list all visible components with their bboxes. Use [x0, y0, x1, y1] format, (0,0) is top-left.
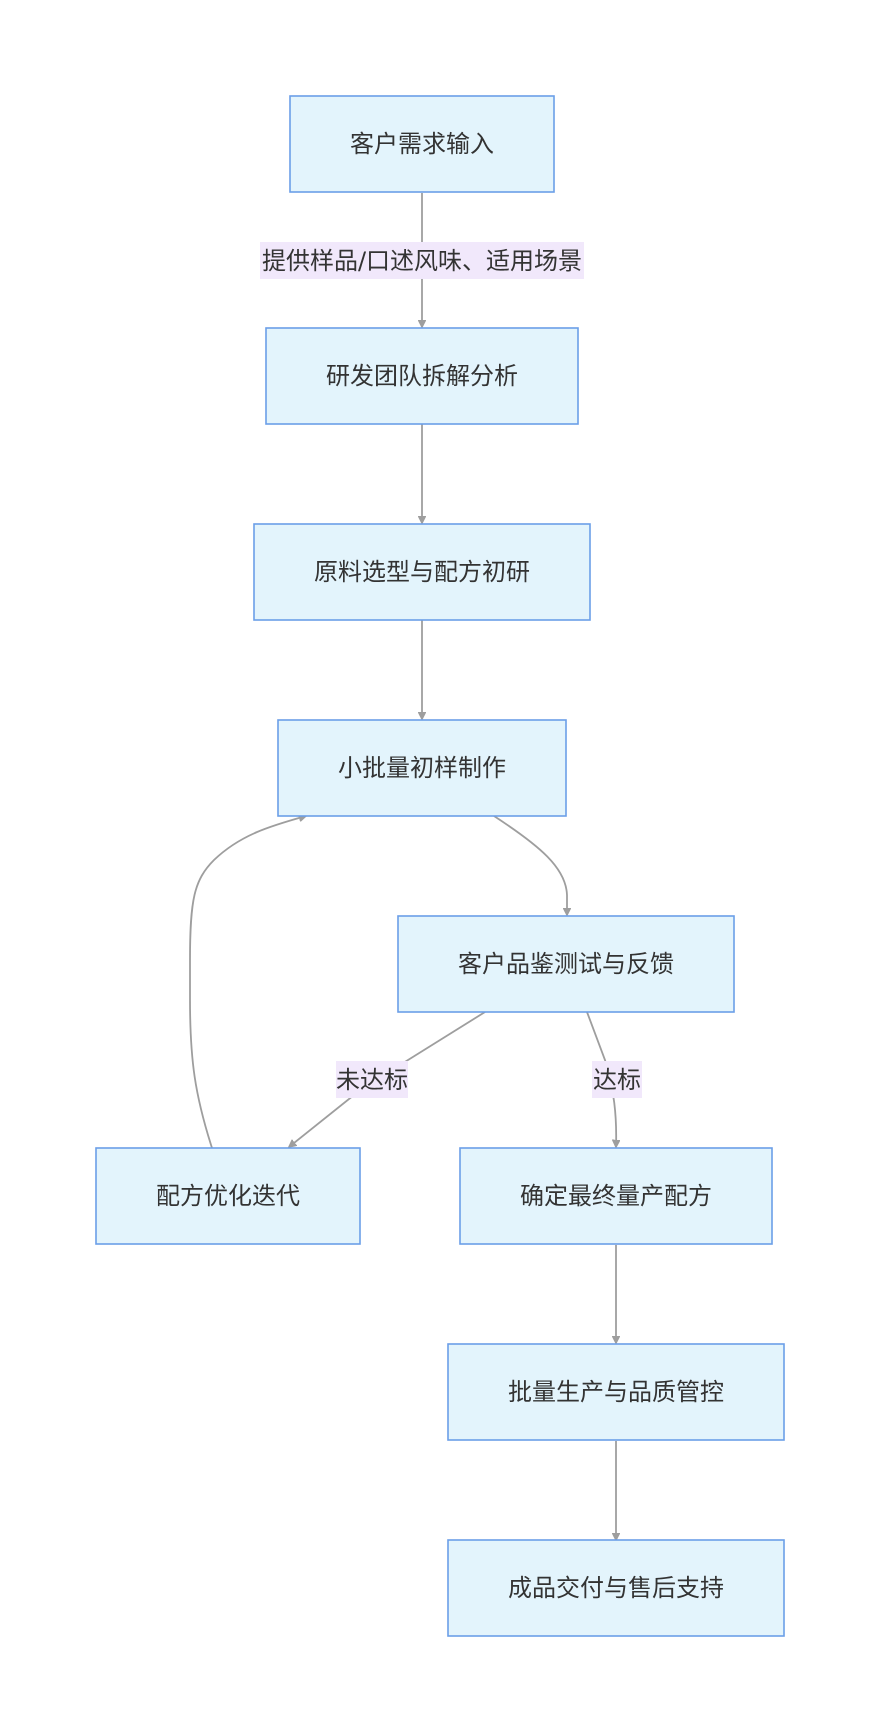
edge-labels: 提供样品/口述风味、适用场景 未达标 达标 [260, 242, 642, 1098]
edge-label-background [592, 1061, 642, 1098]
edge-label-background [260, 242, 584, 279]
node-label: 客户需求输入 [350, 130, 494, 158]
node-box [397, 915, 735, 1013]
node-rd-analysis: 研发团队拆解分析 [265, 327, 579, 425]
node-label: 确定最终量产配方 [520, 1182, 712, 1210]
node-material-formula: 原料选型与配方初研 [253, 523, 591, 621]
node-formula-optimize: 配方优化迭代 [95, 1147, 361, 1245]
node-box [459, 1147, 773, 1245]
node-label: 客户品鉴测试与反馈 [458, 950, 674, 978]
node-label: 小批量初样制作 [338, 754, 506, 782]
node-label: 研发团队拆解分析 [326, 362, 518, 390]
edge-optimize-to-batch [189, 816, 306, 1149]
edge-label-pass: 达标 [593, 1066, 641, 1094]
node-label: 原料选型与配方初研 [314, 558, 530, 586]
node-label: 批量生产与品质管控 [508, 1378, 724, 1406]
node-box [289, 95, 555, 193]
node-customer-input: 客户需求输入 [289, 95, 555, 193]
node-customer-test: 客户品鉴测试与反馈 [397, 915, 735, 1013]
node-delivery-support: 成品交付与售后支持 [447, 1539, 785, 1637]
node-box [447, 1539, 785, 1637]
node-box [265, 327, 579, 425]
edge-label-background [336, 1061, 408, 1098]
edge-label-fail: 未达标 [336, 1066, 408, 1094]
node-final-formula: 确定最终量产配方 [459, 1147, 773, 1245]
node-mass-production: 批量生产与品质管控 [447, 1343, 785, 1441]
node-box [95, 1147, 361, 1245]
node-small-batch: 小批量初样制作 [277, 719, 567, 817]
node-label: 成品交付与售后支持 [508, 1574, 724, 1602]
nodes: 客户需求输入 研发团队拆解分析 原料选型与配方初研 小批量初样制作 客户品鉴测试… [95, 95, 785, 1637]
node-box [253, 523, 591, 621]
node-box [277, 719, 567, 817]
node-label: 配方优化迭代 [156, 1182, 300, 1210]
node-box [447, 1343, 785, 1441]
edge-label-input: 提供样品/口述风味、适用场景 [262, 247, 582, 275]
edge-batch-to-test [493, 815, 567, 915]
